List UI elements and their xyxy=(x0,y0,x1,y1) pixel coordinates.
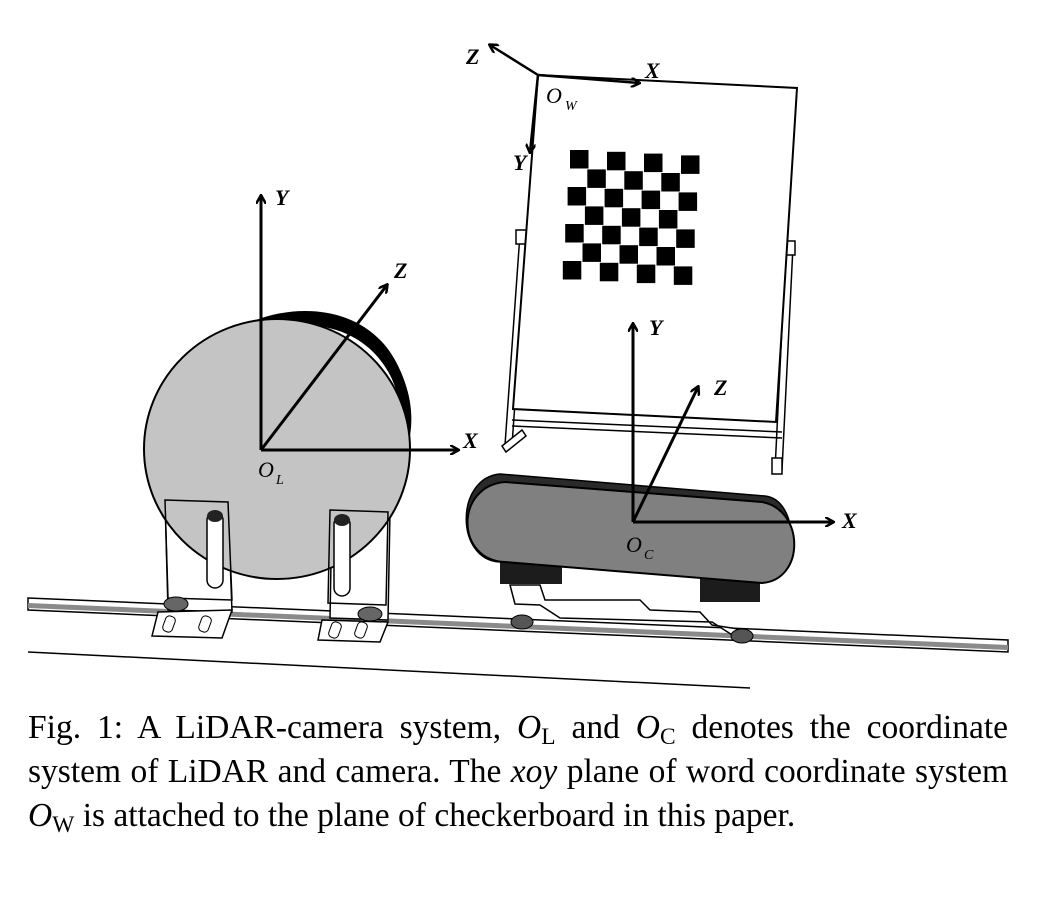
checker-square xyxy=(636,264,656,284)
checker-square xyxy=(658,210,678,229)
world-axes: X Y Z O W xyxy=(465,44,661,175)
caption-and: and xyxy=(571,709,620,746)
world-origin-sub: W xyxy=(565,99,578,114)
world-x-label: X xyxy=(644,58,661,83)
checker-square xyxy=(641,190,661,210)
caption-plane-text: plane of word coordinate system xyxy=(566,753,1009,790)
checker-square xyxy=(644,153,663,173)
checker-square xyxy=(587,169,606,188)
world-y-label: Y xyxy=(513,150,529,175)
checker-square xyxy=(619,245,638,264)
checker-square xyxy=(567,187,587,206)
checker-square xyxy=(602,225,621,245)
figure-caption: Fig. 1: A LiDAR-camera system, OL and OC… xyxy=(28,706,1008,838)
checker-square xyxy=(673,266,693,285)
checker-square xyxy=(656,247,675,266)
checker-square xyxy=(604,188,624,208)
checker-square xyxy=(562,261,582,280)
world-z-label: Z xyxy=(465,44,479,69)
lidar-sensor xyxy=(143,310,412,580)
camera-z-label: Z xyxy=(713,375,727,400)
checker-square xyxy=(599,262,619,282)
lidar-camera-figure: Y X Z O L Y X Z O C X Y Z O W xyxy=(27,0,1009,689)
camera-axes: Y X Z O C xyxy=(626,315,858,563)
lidar-axes: Y X Z O L xyxy=(258,185,479,488)
checker-square xyxy=(570,150,589,169)
caption-suffix: is attached to the plane of checkerboard… xyxy=(82,797,796,834)
checker-square xyxy=(621,208,641,227)
caption-o-c: O xyxy=(635,709,660,746)
caption-xoy: xoy xyxy=(510,753,558,790)
checker-square xyxy=(584,206,604,225)
caption-sub-c: C xyxy=(659,723,676,750)
checkerboard-panel xyxy=(511,73,799,424)
checker-square xyxy=(678,192,698,211)
camera-origin-sub: C xyxy=(644,548,654,563)
camera-x-label: X xyxy=(841,508,858,533)
lidar-mount-front xyxy=(151,499,390,643)
caption-o-l: O xyxy=(517,709,542,746)
checker-square xyxy=(607,151,626,171)
checker-square xyxy=(681,155,700,174)
checker-square xyxy=(661,173,680,192)
checker-square xyxy=(565,224,584,243)
camera-y-label: Y xyxy=(649,315,665,340)
checker-square xyxy=(624,171,643,190)
camera-body xyxy=(465,473,796,585)
lidar-z-label: Z xyxy=(393,258,407,283)
checker-square xyxy=(676,229,695,248)
caption-mid: denotes the coordinate system of LiDAR a… xyxy=(28,709,1008,790)
lidar-y-label: Y xyxy=(275,185,291,210)
caption-sub-l: L xyxy=(541,723,556,750)
caption-sub-w: W xyxy=(52,811,75,838)
checker-pattern xyxy=(562,150,700,285)
checker-square xyxy=(582,243,601,262)
camera-origin-label: O xyxy=(626,532,642,557)
lidar-origin-label: O xyxy=(258,457,274,482)
checker-square xyxy=(639,227,658,247)
lidar-origin-sub: L xyxy=(275,473,284,488)
lidar-x-label: X xyxy=(462,428,479,453)
caption-o-w: O xyxy=(28,797,53,834)
caption-prefix: Fig. 1: A LiDAR-camera system, xyxy=(28,709,502,746)
world-origin-label: O xyxy=(546,83,562,108)
